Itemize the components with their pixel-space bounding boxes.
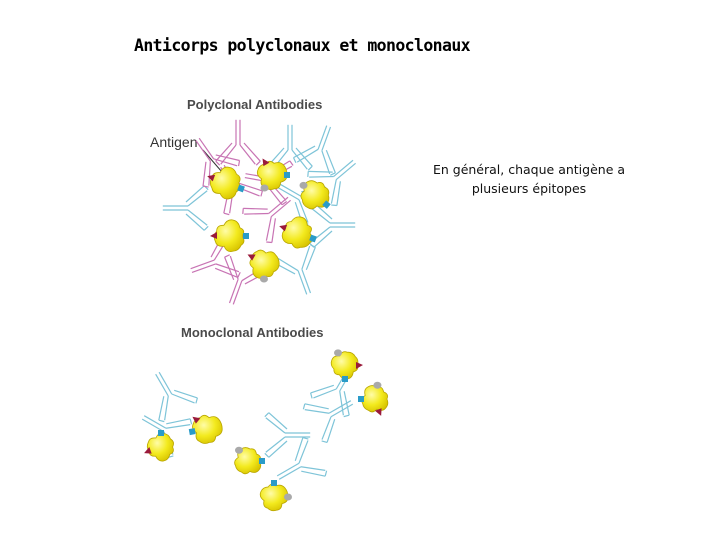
epitope-square [243, 233, 249, 239]
epitope-square [259, 458, 265, 464]
epitope-square [158, 430, 164, 436]
antigen-poly-6 [246, 250, 279, 282]
epitope-square [358, 396, 364, 402]
epitope-round [235, 447, 243, 454]
caption-line-1: En général, chaque antigène a [414, 160, 644, 179]
caption: En général, chaque antigène a plusieurs … [414, 160, 644, 198]
antigen-mono-4 [358, 382, 388, 418]
monoclonal-complex [132, 349, 388, 510]
antibody-9 [272, 243, 329, 301]
polyclonal-label: Polyclonal Antibodies [187, 97, 322, 112]
epitope-round [334, 349, 342, 356]
antigen-mono-1 [143, 430, 174, 461]
antigen-poly-1 [206, 167, 245, 199]
antigen-mono-3 [331, 349, 363, 382]
epitope-square [284, 172, 290, 178]
epitope-round [284, 494, 292, 501]
antigen-mono-5 [235, 447, 265, 474]
antigen-poly-4 [210, 220, 249, 252]
epitope-triangle [210, 232, 217, 239]
antibody-4 [163, 186, 208, 231]
antigen-poly-5 [278, 217, 317, 248]
epitope-round [261, 184, 269, 191]
epitope-square [271, 480, 277, 486]
antigen-mono-6 [260, 480, 292, 511]
epitope-square [189, 428, 196, 435]
antibody-10 [310, 203, 355, 248]
epitope-triangle [356, 362, 363, 369]
epitope-round [260, 276, 268, 283]
antigen-mono-2 [189, 414, 222, 444]
caption-line-2: plusieurs épitopes [414, 179, 644, 198]
epitope-square [342, 376, 348, 382]
mono-antibody-1 [138, 362, 199, 424]
antigen-poly-2 [257, 157, 290, 192]
antibody-2 [292, 119, 349, 177]
monoclonal-label: Monoclonal Antibodies [181, 325, 324, 340]
epitope-round [373, 382, 381, 389]
antigen-poly-3 [300, 181, 331, 209]
antigen-label: Antigen [150, 134, 197, 150]
epitope-round [300, 182, 308, 189]
antibody-1 [216, 120, 261, 165]
